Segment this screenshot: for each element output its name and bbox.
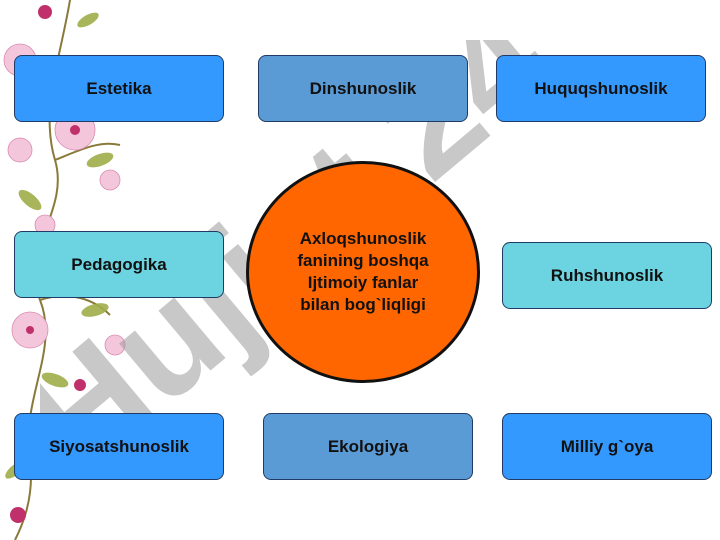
- node-estetika: Estetika: [14, 55, 224, 122]
- node-pedagogika: Pedagogika: [14, 231, 224, 298]
- node-huquqshunoslik-label: Huquqshunoslik: [534, 78, 668, 98]
- node-siyosatshunoslik: Siyosatshunoslik: [14, 413, 224, 480]
- center-topic-text: Axloqshunoslik fanining boshqa Ijtimoiy …: [297, 229, 429, 314]
- node-ruhshunoslik: Ruhshunoslik: [502, 242, 712, 309]
- node-siyosatshunoslik-label: Siyosatshunoslik: [49, 436, 189, 456]
- node-ruhshunoslik-label: Ruhshunoslik: [550, 265, 664, 285]
- node-milliy-goya-label: Milliy g`oya: [560, 436, 654, 456]
- node-milliy-goya: Milliy g`oya: [502, 413, 712, 480]
- node-estetika-label: Estetika: [86, 78, 152, 98]
- node-huquqshunoslik: Huquqshunoslik: [496, 55, 706, 122]
- node-pedagogika-label: Pedagogika: [71, 254, 167, 274]
- node-ekologiya-label: Ekologiya: [327, 436, 409, 456]
- center-topic-circle: Axloqshunoslik fanining boshqa Ijtimoiy …: [246, 161, 480, 383]
- node-ekologiya: Ekologiya: [263, 413, 473, 480]
- node-dinshunoslik: Dinshunoslik: [258, 55, 468, 122]
- node-dinshunoslik-label: Dinshunoslik: [309, 78, 417, 98]
